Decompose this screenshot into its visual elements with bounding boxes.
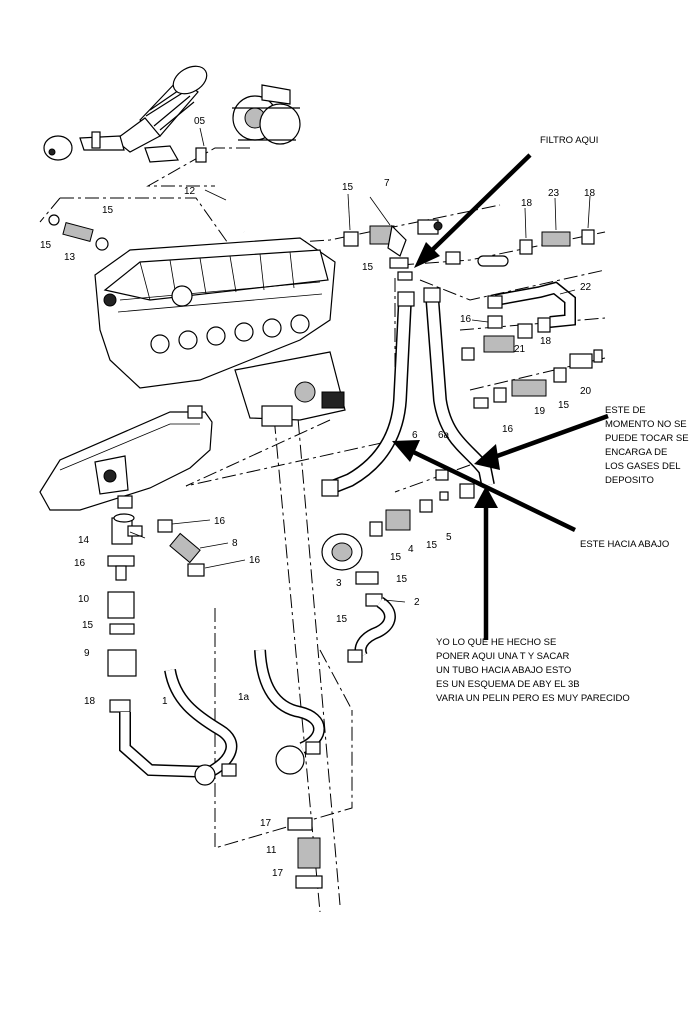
hose-21 [461, 315, 551, 361]
part-label-15: 15 [102, 205, 114, 216]
part-label-17: 17 [272, 868, 284, 879]
part-label-15: 15 [342, 182, 354, 193]
hose-1a [254, 649, 325, 775]
annotation-este-de-momento-line-3: PUEDE TOCAR SE [605, 433, 689, 444]
expansion-tank [39, 405, 213, 511]
annotation-yo-lo-que-line-3: UN TUBO HACIA ABAJO ESTO [436, 665, 571, 676]
hose-8 [157, 519, 205, 577]
hose-7 [343, 219, 443, 281]
part-label-16: 16 [249, 555, 261, 566]
part-label-19: 19 [534, 406, 546, 417]
part-label-12: 12 [184, 186, 196, 197]
part-label-18: 18 [84, 696, 96, 707]
part-label-15: 15 [82, 620, 94, 631]
hose-13 [48, 214, 109, 251]
part-label-15: 15 [390, 552, 402, 563]
annotation-yo-lo-que-line-2: PONER AQUI UNA T Y SACAR [436, 651, 570, 662]
part-label-16: 16 [502, 424, 514, 435]
engine-cylinder-head [94, 237, 346, 427]
part-label-22: 22 [580, 282, 592, 293]
hose-1 [119, 668, 238, 786]
annotation-filtro-aqui: FILTRO AQUI [540, 135, 598, 146]
leader-lines [129, 127, 591, 603]
intake-pipe-assembly [43, 65, 208, 163]
part-label-20: 20 [580, 386, 592, 397]
hose-12 [195, 147, 246, 236]
annotation-este-hacia-abajo: ESTE HACIA ABAJO [580, 539, 669, 550]
part-label-18: 18 [584, 188, 596, 199]
part-label-16: 16 [460, 314, 472, 325]
part-label-7: 7 [384, 178, 390, 189]
part-label-6: 6 [412, 430, 418, 441]
pipe-6a [423, 287, 495, 487]
annotation-este-de-momento-line-5: LOS GASES DEL [605, 461, 681, 472]
part-label-3: 3 [336, 578, 342, 589]
part-label-18: 18 [521, 198, 533, 209]
turbocharger [232, 84, 301, 145]
part-label-1a: 1a [238, 692, 250, 703]
left-fittings-stack [107, 513, 143, 713]
hose-23 [445, 229, 595, 267]
part-label-16: 16 [74, 558, 86, 569]
hose-4-5 [369, 469, 475, 537]
annotation-yo-lo-que-line-4: ES UN ESQUEMA DE ABY EL 3B [436, 679, 580, 690]
annotations: FILTRO AQUI ESTE DE MOMENTO NO SE PUEDE … [436, 135, 689, 704]
part-label-15: 15 [426, 540, 438, 551]
annotation-yo-lo-que-line-1: YO LO QUE HE HECHO SE [436, 637, 556, 648]
part-label-15: 15 [362, 262, 374, 273]
part-label-15: 15 [396, 574, 408, 585]
part-label-11: 11 [266, 845, 277, 856]
part-label-5: 5 [446, 532, 452, 543]
part-number-labels: 05 12 15 15 13 15 7 15 18 23 18 16 22 21… [40, 116, 596, 879]
hose-20-19 [473, 349, 603, 409]
part-label-13: 13 [64, 252, 76, 263]
hose-2 [347, 593, 396, 663]
part-label-16: 16 [214, 516, 226, 527]
annotation-este-de-momento-line-4: ENCARGA DE [605, 447, 667, 458]
part-label-05: 05 [194, 116, 206, 127]
annotation-yo-lo-que-line-5: VARIA UN PELIN PERO ES MUY PARECIDO [436, 693, 630, 704]
part-label-14: 14 [78, 535, 90, 546]
part-label-1: 1 [162, 696, 168, 707]
part-label-9: 9 [84, 648, 90, 659]
part-label-23: 23 [548, 188, 560, 199]
thermostat-housing [321, 533, 379, 585]
part-label-18: 18 [540, 336, 552, 347]
pipe-6 [321, 291, 415, 497]
part-label-17: 17 [260, 818, 272, 829]
part-label-10: 10 [78, 594, 90, 605]
part-label-2: 2 [414, 597, 420, 608]
hose-11 [287, 817, 323, 889]
part-label-15: 15 [558, 400, 570, 411]
annotation-este-de-momento-line-1: ESTE DE [605, 405, 646, 416]
hose-22 [487, 281, 576, 328]
part-label-15: 15 [40, 240, 52, 251]
part-label-21: 21 [514, 344, 526, 355]
annotation-este-de-momento-line-6: DEPOSITO [605, 475, 654, 486]
part-label-15: 15 [336, 614, 348, 625]
part-label-4: 4 [408, 544, 414, 555]
annotation-arrows [392, 153, 609, 640]
part-label-8: 8 [232, 538, 238, 549]
annotation-este-de-momento-line-2: MOMENTO NO SE [605, 419, 687, 430]
part-label-6a: 6a [438, 430, 450, 441]
